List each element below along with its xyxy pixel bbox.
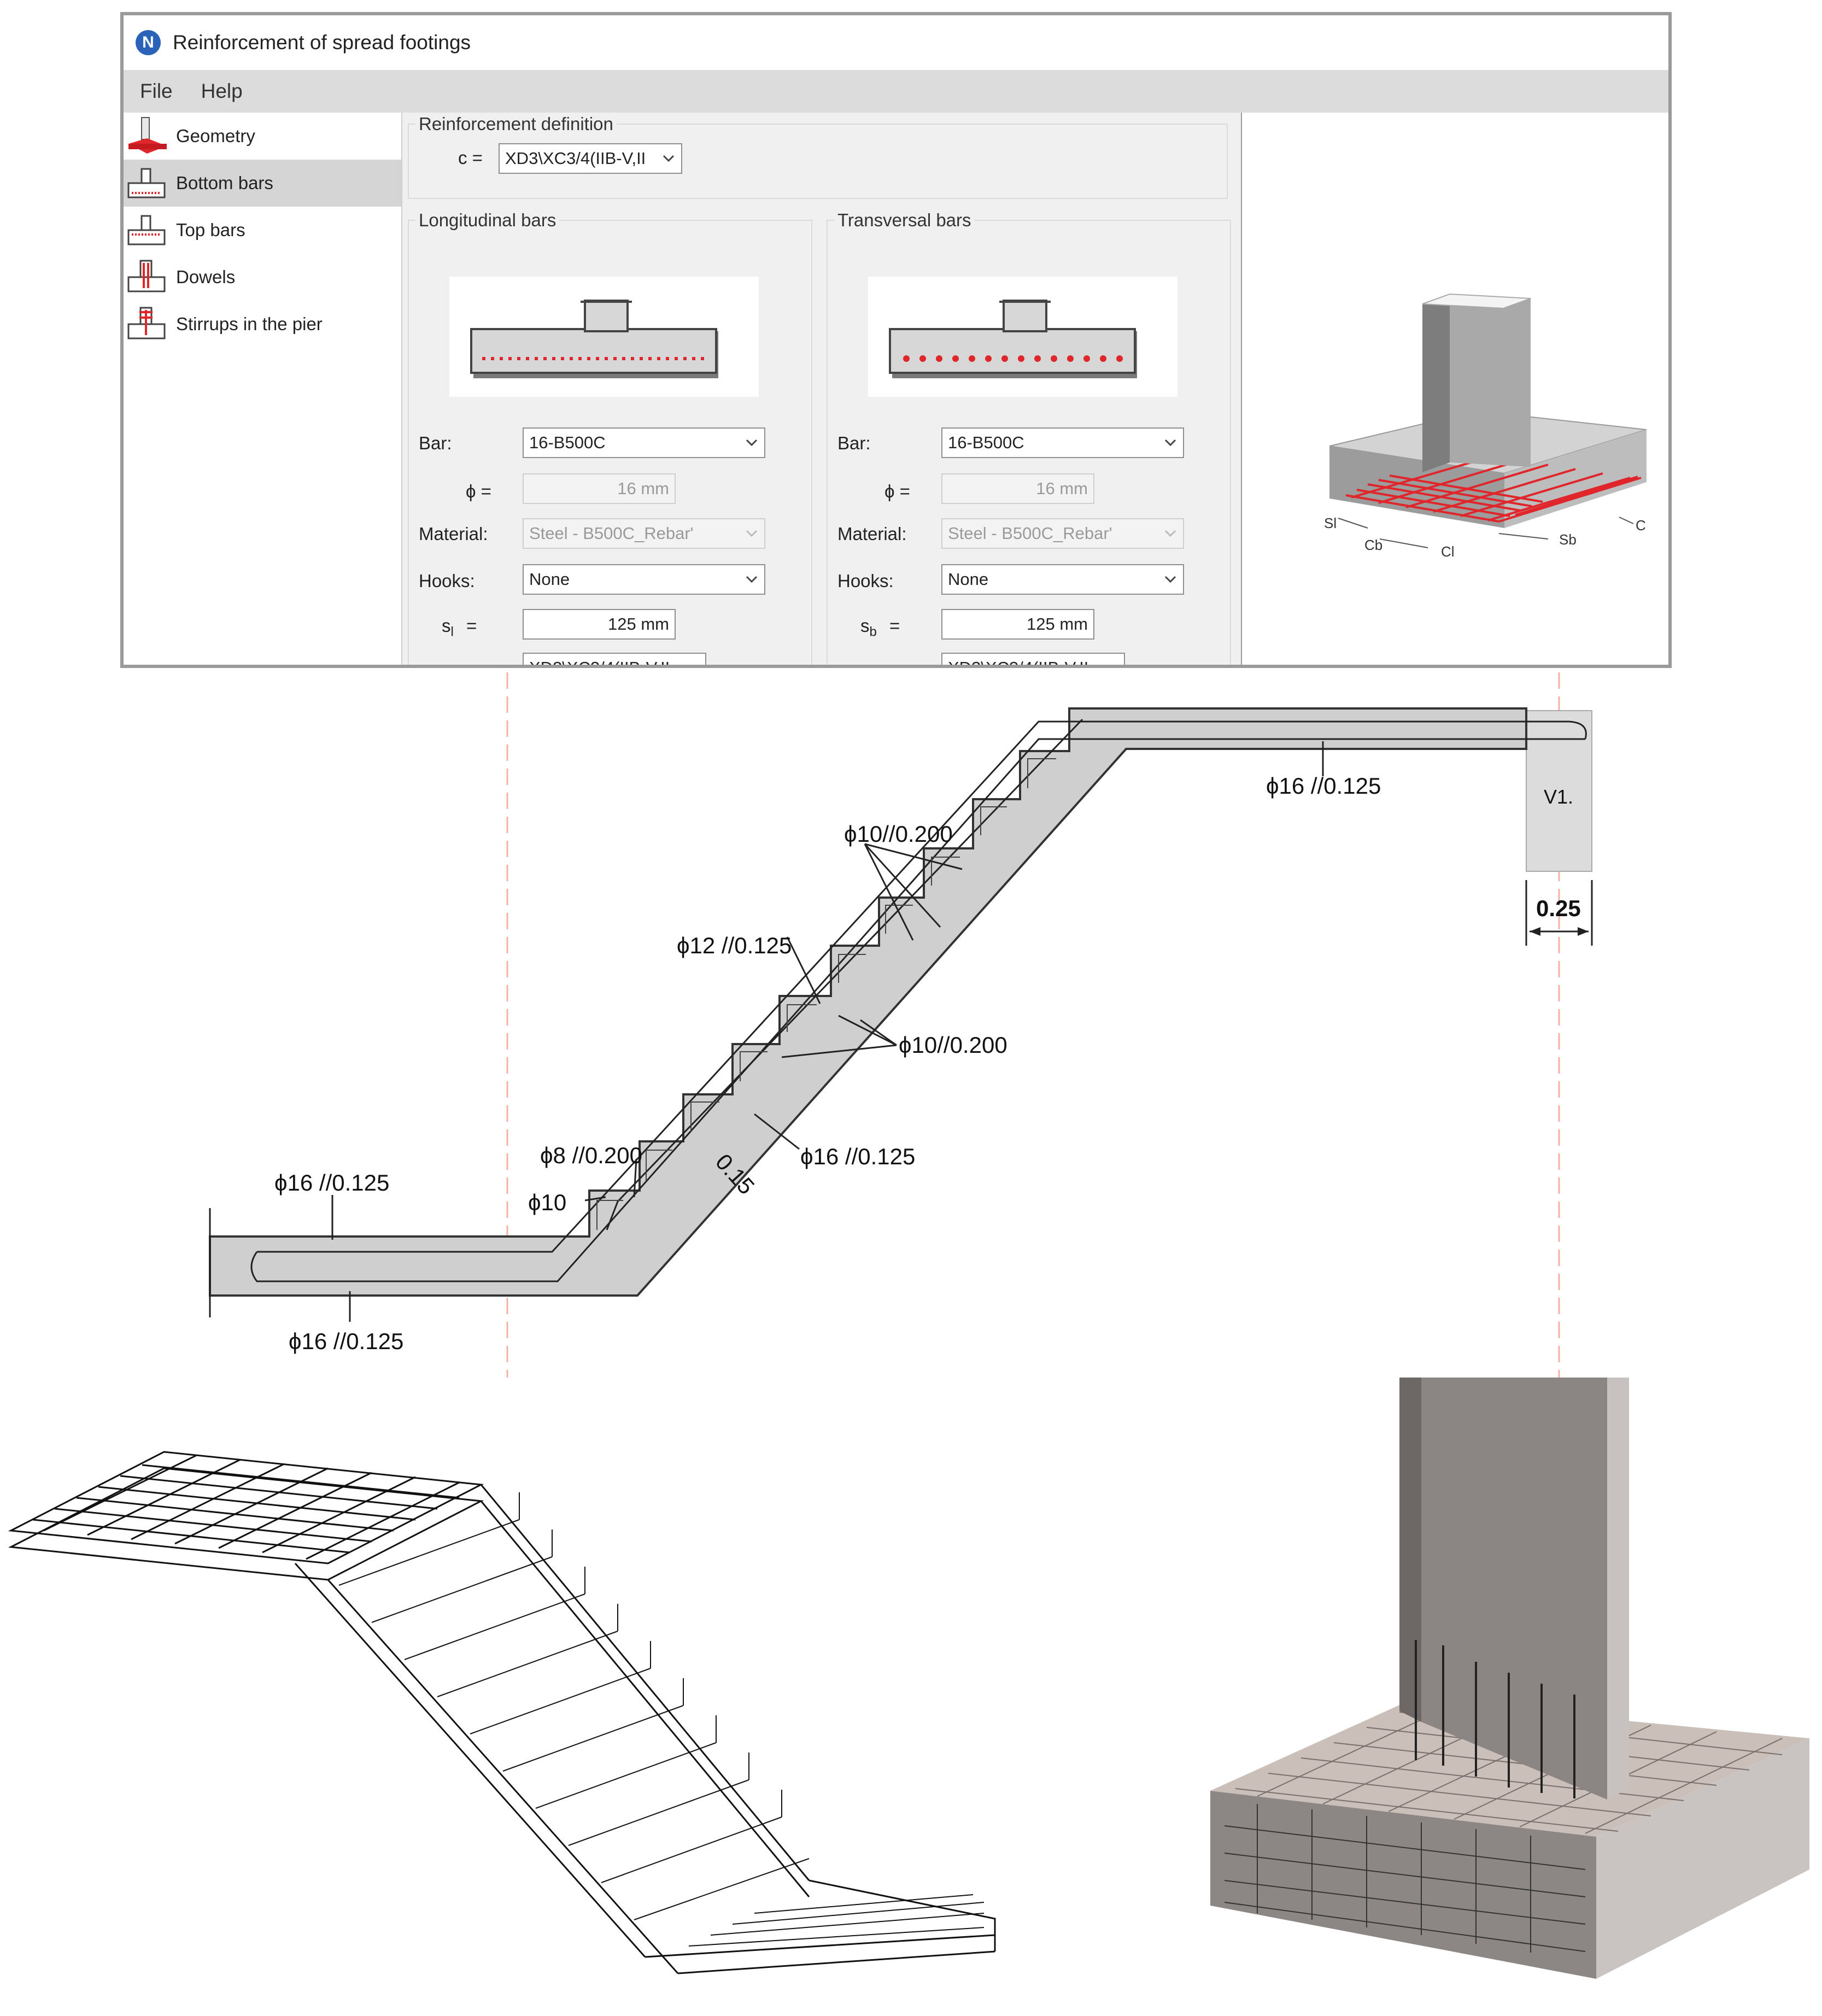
label-cb: Cb (1364, 537, 1382, 553)
trans-material-label: Material: (837, 524, 907, 544)
reinforcement-definition-group (408, 124, 1228, 199)
label-phi8: ϕ8 //0.200 (540, 1142, 642, 1168)
trans-diameter-field: 16 mm (941, 473, 1094, 504)
long-cover-label: cl = (442, 659, 477, 665)
app-logo-icon: N (136, 30, 161, 55)
bottom-bars-icon (124, 160, 171, 207)
chevron-down-icon (1162, 571, 1179, 588)
label-landing-top: ϕ16 //0.125 (274, 1170, 389, 1195)
label-c: C (1636, 517, 1646, 534)
cover-select[interactable]: XD3\XC3/4(IIB-V,II (499, 143, 682, 174)
long-hooks-select[interactable]: None (523, 564, 765, 595)
long-cover-select[interactable]: XD3\XC3/4(IIB-V,II (523, 653, 706, 665)
long-bar-select[interactable]: 16-B500C (523, 427, 765, 458)
sidebar: Geometry Bottom bars Top bars (124, 113, 402, 665)
label-top-bar: ϕ16 //0.125 (1266, 773, 1381, 799)
long-spacing-label: sl = (442, 616, 477, 640)
menu-help[interactable]: Help (201, 80, 243, 102)
transversal-preview (868, 277, 1177, 397)
chevron-down-icon (1162, 435, 1179, 451)
dowels-icon (124, 254, 171, 301)
label-cl: Cl (1441, 543, 1455, 560)
label-sl: Sl (1324, 515, 1337, 531)
footing-geometry-icon (124, 113, 171, 160)
longitudinal-bars-group (408, 220, 812, 665)
trans-material-select: Steel - B500C_Rebar' (941, 518, 1184, 549)
trans-spacing-label: sb = (860, 616, 900, 640)
dialog-window: N Reinforcement of spread footings File … (120, 12, 1672, 668)
label-phi16-mid: ϕ16 //0.125 (800, 1144, 915, 1169)
label-landing-bottom: ϕ16 //0.125 (289, 1328, 403, 1354)
trans-hooks-select[interactable]: None (941, 564, 1184, 595)
trans-cover-select[interactable]: XD3\XC3/4(IIB-V,II (941, 653, 1125, 665)
long-bar-label: Bar: (419, 433, 452, 453)
title-bar: N Reinforcement of spread footings (124, 15, 1668, 70)
long-material-select: Steel - B500C_Rebar' (523, 518, 765, 549)
label-v1: V1. (1544, 786, 1573, 808)
menu-file[interactable]: File (140, 80, 173, 102)
label-stirrups-upper: ϕ10//0.200 (844, 821, 953, 847)
trans-spacing-input[interactable]: 125 mm (941, 609, 1094, 640)
chevron-down-icon (1162, 525, 1179, 542)
label-phi10: ϕ10 (528, 1189, 566, 1215)
top-bars-icon (124, 207, 171, 254)
chevron-down-icon (743, 435, 760, 451)
longitudinal-bars-title: Longitudinal bars (415, 210, 560, 231)
trans-bar-select[interactable]: 16-B500C (941, 427, 1184, 458)
beam-v1 (1526, 710, 1592, 872)
chevron-down-icon (660, 150, 677, 167)
long-hooks-label: Hooks: (419, 571, 475, 591)
trans-phi-label: ϕ = (884, 481, 910, 501)
chevron-down-icon (743, 571, 760, 588)
reinforcement-definition-title: Reinforcement definition (415, 114, 617, 134)
long-spacing-input[interactable]: 125 mm (523, 609, 676, 640)
cover-label: c = (458, 148, 483, 168)
trans-bar-label: Bar: (837, 433, 871, 453)
trans-hooks-label: Hooks: (837, 571, 894, 591)
stair-rebar-cage-3d (8, 1451, 996, 1974)
settings-panel: Reinforcement definition c = XD3\XC3/4(I… (402, 113, 1239, 665)
stirrups-icon (124, 301, 171, 348)
menu-bar: File Help (124, 70, 1668, 113)
sidebar-item-bottom-bars[interactable]: Bottom bars (124, 160, 401, 207)
long-material-label: Material: (419, 524, 488, 544)
sidebar-item-geometry[interactable]: Geometry (124, 113, 401, 160)
trans-cover-label: cb = (860, 659, 900, 665)
window-title: Reinforcement of spread footings (173, 31, 471, 54)
footing-with-pier-3d (1210, 1378, 1809, 1979)
label-sb: Sb (1559, 531, 1577, 548)
label-stirrups-lower: ϕ10//0.200 (899, 1032, 1007, 1058)
longitudinal-preview (449, 277, 759, 397)
chevron-down-icon (743, 525, 760, 542)
transversal-bars-group (827, 220, 1231, 665)
label-dim-025: 0.25 (1536, 895, 1581, 921)
sidebar-item-top-bars[interactable]: Top bars (124, 207, 401, 254)
sidebar-item-stirrups[interactable]: Stirrups in the pier (124, 301, 401, 348)
transversal-bars-title: Transversal bars (834, 210, 975, 231)
sidebar-item-dowels[interactable]: Dowels (124, 254, 401, 301)
footing-3d-preview[interactable]: Sl Cb Cl Sb C (1241, 113, 1668, 665)
long-phi-label: ϕ = (466, 481, 491, 501)
label-phi12: ϕ12 //0.125 (677, 933, 792, 958)
long-diameter-field: 16 mm (523, 473, 676, 504)
